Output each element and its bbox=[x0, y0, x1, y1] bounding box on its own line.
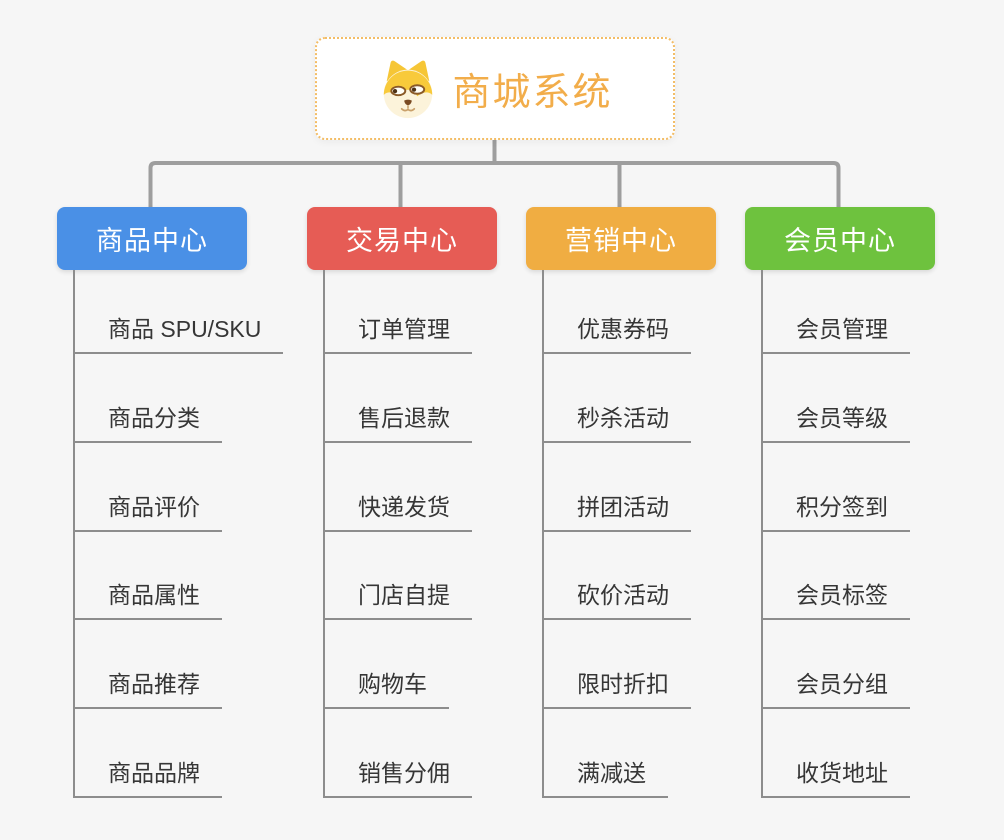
item-row: 商品分类 bbox=[75, 354, 283, 443]
topic-item[interactable]: 商品属性 bbox=[75, 576, 222, 621]
topic-item[interactable]: 购物车 bbox=[325, 665, 449, 710]
item-row: 快递发货 bbox=[325, 443, 472, 532]
topic-item[interactable]: 优惠券码 bbox=[544, 310, 691, 354]
branch-member-center[interactable]: 会员中心 bbox=[745, 207, 935, 270]
item-row: 限时折扣 bbox=[544, 620, 691, 710]
topic-item[interactable]: 门店自提 bbox=[325, 576, 472, 621]
product-center-items: 商品 SPU/SKU 商品分类 商品评价 商品属性 商品推荐 商品品牌 bbox=[73, 270, 284, 798]
branch-trade-center[interactable]: 交易中心 bbox=[307, 207, 497, 270]
item-row: 商品品牌 bbox=[75, 709, 283, 798]
branch-label: 商品中心 bbox=[96, 226, 208, 256]
branch-label: 交易中心 bbox=[346, 226, 458, 256]
branch-marketing-center[interactable]: 营销中心 bbox=[526, 207, 716, 270]
item-row: 订单管理 bbox=[325, 270, 472, 354]
item-row: 积分签到 bbox=[763, 443, 910, 532]
topic-item[interactable]: 砍价活动 bbox=[544, 576, 691, 621]
topic-item[interactable]: 会员等级 bbox=[763, 399, 910, 443]
item-row: 售后退款 bbox=[325, 354, 472, 443]
item-row: 购物车 bbox=[325, 620, 472, 710]
item-row: 销售分佣 bbox=[325, 709, 472, 798]
item-row: 拼团活动 bbox=[544, 443, 691, 532]
doge-dog-icon bbox=[384, 60, 433, 118]
root-topic-label: 商城系统 bbox=[452, 72, 613, 114]
item-row: 会员管理 bbox=[763, 270, 910, 354]
topic-item[interactable]: 商品品牌 bbox=[75, 754, 222, 798]
topic-item[interactable]: 商品推荐 bbox=[75, 665, 222, 710]
item-row: 收货地址 bbox=[763, 709, 910, 798]
item-row: 商品 SPU/SKU bbox=[75, 270, 284, 354]
topic-item[interactable]: 会员标签 bbox=[763, 576, 910, 621]
item-row: 秒杀活动 bbox=[544, 354, 691, 443]
topic-item[interactable]: 售后退款 bbox=[325, 399, 472, 443]
item-row: 优惠券码 bbox=[544, 270, 691, 354]
branch-label: 会员中心 bbox=[784, 226, 896, 256]
item-row: 商品推荐 bbox=[75, 620, 283, 710]
item-row: 商品属性 bbox=[75, 532, 283, 621]
item-row: 满减送 bbox=[544, 709, 691, 798]
topic-item[interactable]: 销售分佣 bbox=[325, 754, 472, 798]
topic-item[interactable]: 订单管理 bbox=[325, 310, 472, 354]
topic-item[interactable]: 拼团活动 bbox=[544, 488, 691, 532]
item-row: 会员标签 bbox=[763, 532, 910, 621]
topic-item[interactable]: 快递发货 bbox=[325, 488, 472, 532]
topic-item[interactable]: 满减送 bbox=[544, 754, 668, 798]
topic-item[interactable]: 限时折扣 bbox=[544, 665, 691, 710]
topic-item[interactable]: 会员分组 bbox=[763, 665, 910, 710]
marketing-center-items: 优惠券码 秒杀活动 拼团活动 砍价活动 限时折扣 满减送 bbox=[542, 270, 691, 798]
item-row: 商品评价 bbox=[75, 443, 283, 532]
root-topic[interactable]: 商城系统 bbox=[315, 37, 675, 140]
trade-center-items: 订单管理 售后退款 快递发货 门店自提 购物车 销售分佣 bbox=[323, 270, 472, 798]
topic-item[interactable]: 秒杀活动 bbox=[544, 399, 691, 443]
item-row: 砍价活动 bbox=[544, 532, 691, 621]
item-row: 会员等级 bbox=[763, 354, 910, 443]
topic-item[interactable]: 积分签到 bbox=[763, 488, 910, 532]
member-center-items: 会员管理 会员等级 积分签到 会员标签 会员分组 收货地址 bbox=[761, 270, 910, 798]
topic-item[interactable]: 收货地址 bbox=[763, 754, 910, 798]
topic-item[interactable]: 商品 SPU/SKU bbox=[75, 310, 284, 354]
topic-item[interactable]: 会员管理 bbox=[763, 310, 910, 354]
item-row: 会员分组 bbox=[763, 620, 910, 710]
topic-item[interactable]: 商品分类 bbox=[75, 399, 222, 443]
item-row: 门店自提 bbox=[325, 532, 472, 621]
topic-item[interactable]: 商品评价 bbox=[75, 488, 222, 532]
branch-product-center[interactable]: 商品中心 bbox=[57, 207, 247, 270]
branch-label: 营销中心 bbox=[565, 226, 677, 256]
